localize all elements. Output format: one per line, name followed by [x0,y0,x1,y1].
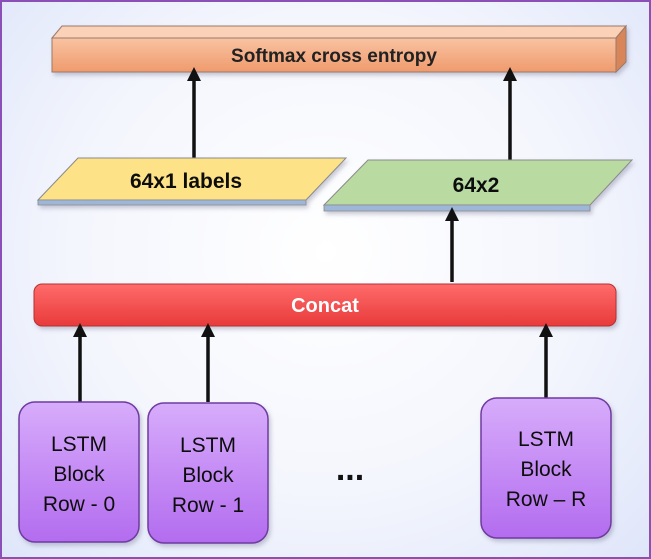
lstm-0-line-2: Block [53,463,105,486]
lstm-0-line-3: Row - 0 [43,493,115,516]
lstm-block-row-1: LSTM Block Row - 1 [147,402,269,544]
lstm-block-row-0: LSTM Block Row - 0 [18,401,140,543]
lstm-r-line-1: LSTM [518,428,574,451]
softmax-label: Softmax cross entropy [231,46,437,67]
lstm-block-row-r: LSTM Block Row – R [480,397,612,539]
concat-label: Concat [291,295,359,317]
softmax-block: Softmax cross entropy [50,24,628,74]
labels-block: 64x1 labels [36,157,348,206]
lstm-r-line-3: Row – R [506,488,587,511]
lstm-1-line-3: Row - 1 [172,494,244,517]
logits-block: 64x2 [322,159,634,212]
concat-block: Concat [33,283,617,327]
labels-label: 64x1 labels [130,170,242,193]
lstm-0-line-1: LSTM [51,433,107,456]
lstm-1-line-2: Block [182,464,234,487]
lstm-r-line-2: Block [520,458,572,481]
lstm-1-line-1: LSTM [180,434,236,457]
ellipsis: ... [336,450,364,488]
logits-label: 64x2 [453,174,500,197]
